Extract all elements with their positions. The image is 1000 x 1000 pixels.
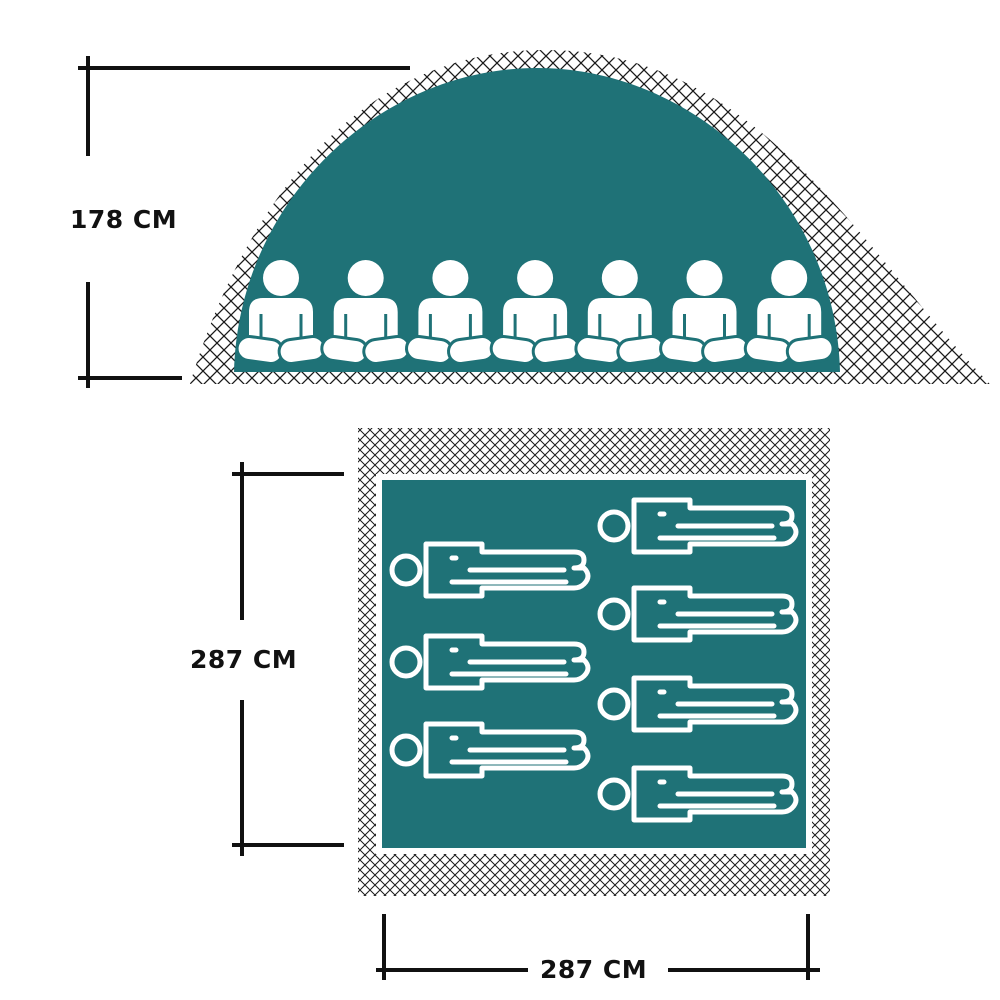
floor-inner (382, 480, 806, 848)
lying-person-icon (389, 633, 591, 691)
seated-person-icon (574, 260, 666, 366)
seated-person-icon (320, 260, 412, 366)
seated-person-icon (235, 260, 327, 366)
seated-person-icon (659, 260, 750, 366)
dome-inner-body (234, 68, 840, 372)
lying-person-icon (597, 765, 799, 823)
depth-dimension (232, 462, 344, 856)
lying-person-icon (597, 675, 799, 733)
width-label: 287 CM (528, 957, 660, 982)
height-label: 178 CM (70, 205, 178, 234)
width-dimension (376, 914, 820, 980)
lying-person-icon (389, 721, 591, 779)
height-dimension (78, 56, 410, 388)
depth-label: 287 CM (190, 645, 298, 674)
lying-person-icon (389, 541, 591, 599)
seated-person-icon (489, 260, 581, 366)
lying-person-icon (597, 497, 799, 555)
seated-people-row (235, 260, 835, 366)
lying-person-icon (597, 585, 799, 643)
top-view (358, 428, 830, 896)
lying-people (389, 497, 799, 823)
seated-person-icon (743, 260, 835, 366)
side-view (190, 50, 990, 384)
